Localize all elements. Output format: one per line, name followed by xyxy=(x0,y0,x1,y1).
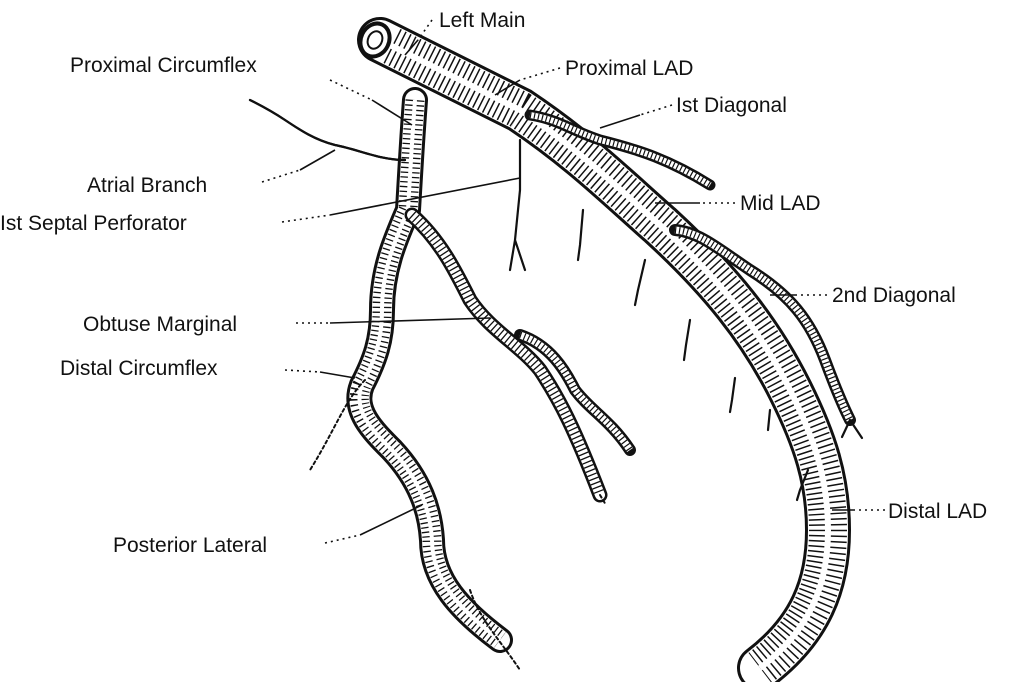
label-second-diagonal: 2nd Diagonal xyxy=(832,284,956,307)
label-obtuse-marginal: Obtuse Marginal xyxy=(83,313,237,336)
atrial-branch-vessel xyxy=(250,100,405,160)
label-proximal-circumflex: Proximal Circumflex xyxy=(70,54,257,77)
label-left-main: Left Main xyxy=(439,9,525,32)
label-posterior-lateral: Posterior Lateral xyxy=(113,534,267,557)
label-distal-lad: Distal LAD xyxy=(888,500,987,523)
label-mid-lad: Mid LAD xyxy=(740,192,821,215)
leader-lines xyxy=(262,20,885,543)
label-proximal-lad: Proximal LAD xyxy=(565,57,693,80)
label-atrial-branch: Atrial Branch xyxy=(87,174,207,197)
circumflex-vessel xyxy=(359,100,500,640)
label-distal-circumflex: Distal Circumflex xyxy=(60,357,218,380)
label-first-septal-perforator: Ist Septal Perforator xyxy=(0,212,187,235)
label-first-diagonal: Ist Diagonal xyxy=(676,94,787,117)
